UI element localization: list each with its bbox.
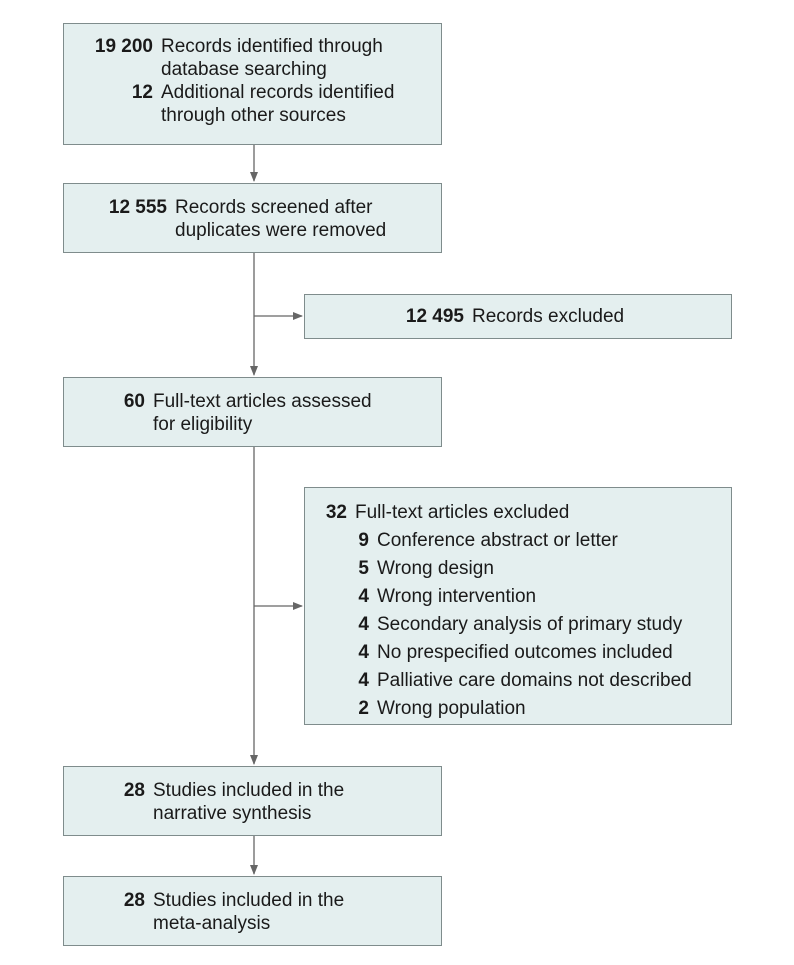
row-narrative-synthesis: 28 Studies included in the narrative syn… (64, 779, 441, 825)
box-fulltext-excluded: 32 Full-text articles excluded 9 Confere… (304, 487, 732, 725)
row-meta-analysis: 28 Studies included in the meta-analysis (64, 889, 441, 935)
count-narrative-synthesis: 28 (123, 780, 145, 801)
label-meta-analysis: Studies included in the meta-analysis (153, 890, 345, 934)
box-narrative-synthesis: 28 Studies included in the narrative syn… (63, 766, 442, 836)
count-records-excluded: 12 495 (405, 306, 464, 327)
label-fulltext-excluded: Full-text articles excluded (355, 502, 570, 523)
row-exclusion-reason: 4 Wrong intervention (305, 583, 731, 611)
label-exclusion-reason: Palliative care domains not described (377, 670, 692, 691)
count-fulltext-assessed: 60 (123, 391, 145, 412)
count-meta-analysis: 28 (123, 890, 145, 911)
label-exclusion-reason: No prespecified outcomes included (377, 642, 673, 663)
row-records-excluded: 12 495 Records excluded (305, 305, 731, 328)
row-exclusion-reason: 5 Wrong design (305, 555, 731, 583)
count-exclusion-reason: 4 (358, 642, 369, 663)
count-screened: 12 555 (108, 197, 167, 218)
label-exclusion-reason: Conference abstract or letter (377, 530, 618, 551)
row-exclusion-reason: 9 Conference abstract or letter (305, 527, 731, 555)
label-exclusion-reason: Wrong population (377, 698, 526, 719)
count-exclusion-reason: 5 (358, 558, 369, 579)
count-exclusion-reason: 9 (358, 530, 369, 551)
row-screened: 12 555 Records screened after duplicates… (64, 196, 441, 242)
row-other-sources: 12 Additional records identified through… (64, 81, 441, 127)
count-database-records: 19 200 (94, 36, 153, 57)
row-exclusion-reason: 4 No prespecified outcomes included (305, 639, 731, 667)
label-narrative-synthesis: Studies included in the narrative synthe… (153, 780, 345, 824)
label-screened: Records screened after duplicates were r… (175, 197, 387, 241)
box-records-identified: 19 200 Records identified through databa… (63, 23, 442, 145)
row-exclusion-reason: 2 Wrong population (305, 695, 731, 723)
row-fulltext-excluded-total: 32 Full-text articles excluded (305, 499, 731, 527)
label-exclusion-reason: Secondary analysis of primary study (377, 614, 683, 635)
box-records-screened: 12 555 Records screened after duplicates… (63, 183, 442, 253)
label-other-records: Additional records identified through ot… (161, 82, 395, 126)
label-exclusion-reason: Wrong design (377, 558, 494, 579)
row-database-searching: 19 200 Records identified through databa… (64, 35, 441, 81)
count-fulltext-excluded: 32 (325, 502, 347, 523)
count-exclusion-reason: 4 (358, 614, 369, 635)
label-fulltext-assessed: Full-text articles assessed for eligibil… (153, 391, 372, 435)
label-database-records: Records identified through database sear… (161, 36, 383, 80)
box-meta-analysis: 28 Studies included in the meta-analysis (63, 876, 442, 946)
count-exclusion-reason: 4 (358, 670, 369, 691)
count-other-records: 12 (131, 82, 153, 103)
count-exclusion-reason: 2 (358, 698, 369, 719)
count-exclusion-reason: 4 (358, 586, 369, 607)
row-exclusion-reason: 4 Secondary analysis of primary study (305, 611, 731, 639)
box-fulltext-assessed: 60 Full-text articles assessed for eligi… (63, 377, 442, 447)
row-exclusion-reason: 4 Palliative care domains not described (305, 667, 731, 695)
label-exclusion-reason: Wrong intervention (377, 586, 537, 607)
label-records-excluded: Records excluded (472, 306, 625, 327)
box-records-excluded: 12 495 Records excluded (304, 294, 732, 339)
row-fulltext-assessed: 60 Full-text articles assessed for eligi… (64, 390, 441, 436)
